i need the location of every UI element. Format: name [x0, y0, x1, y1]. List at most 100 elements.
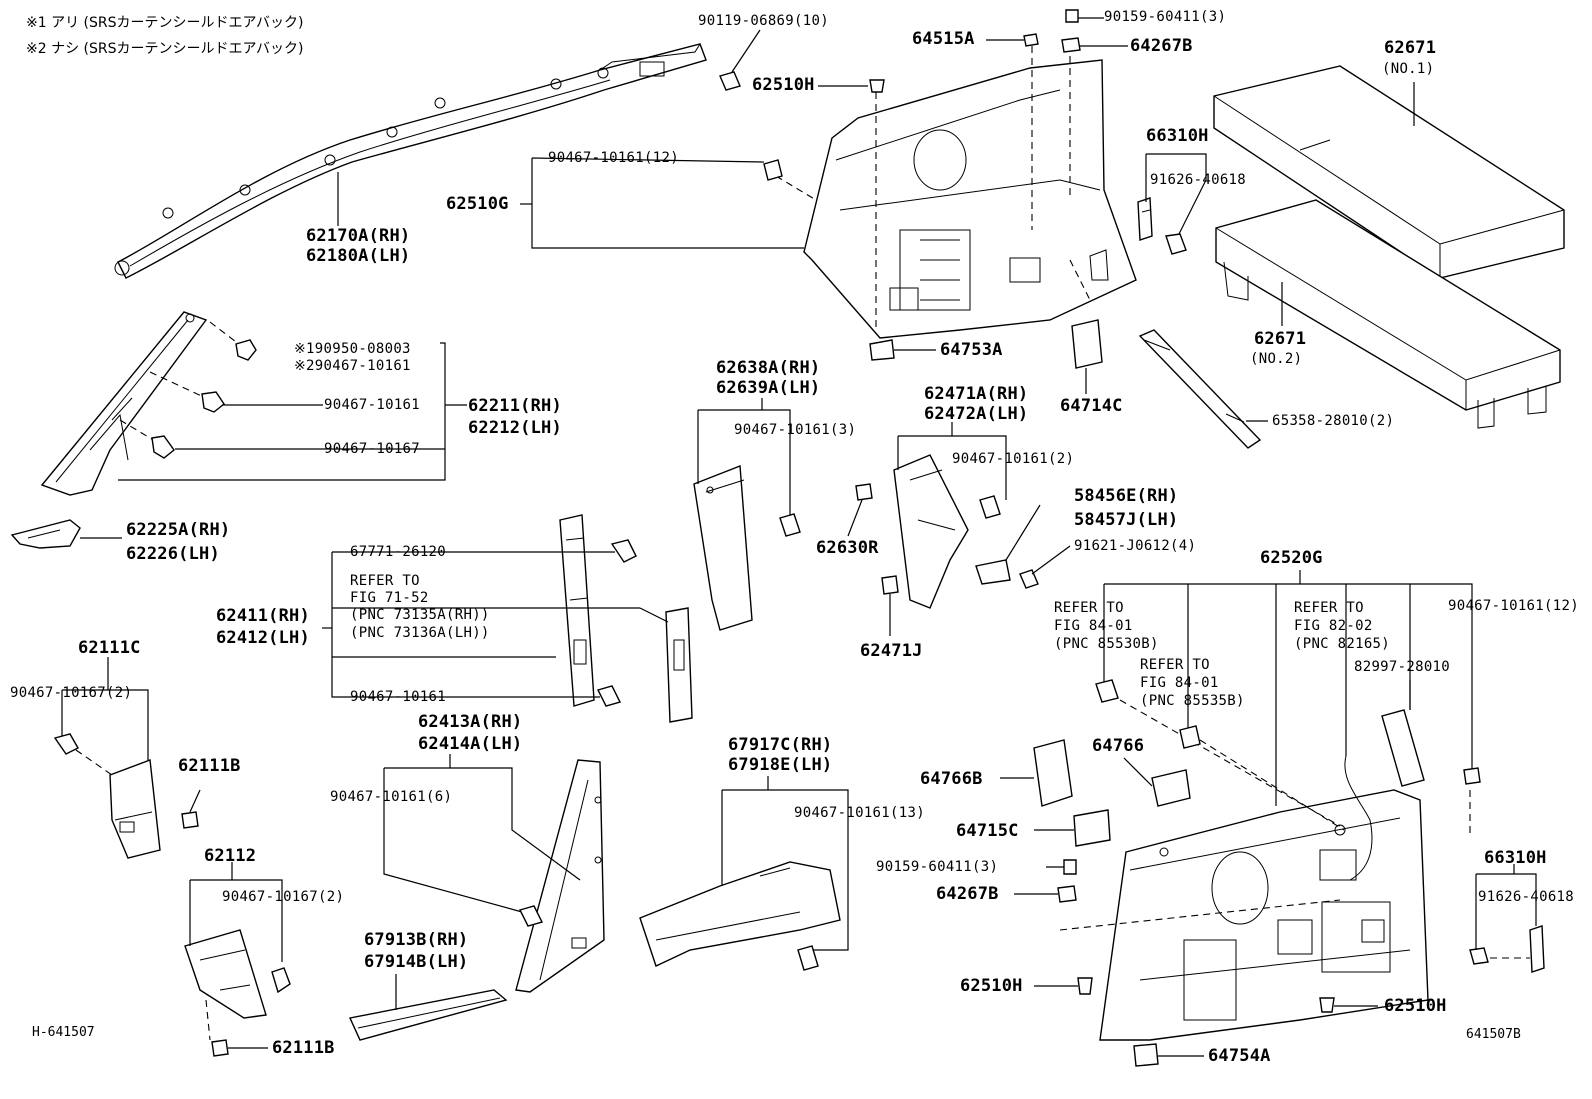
quarter-pillar-62638A-part — [693, 465, 753, 631]
screw-90159-top — [1065, 9, 1079, 23]
label-90467-10167: 90467-10167 — [324, 441, 421, 457]
label-90119-06869: 90119-06869(10) — [698, 13, 829, 29]
label-90467-13: 90467-10161(13) — [794, 805, 925, 821]
label-62510G: 62510G — [446, 194, 509, 214]
label-64754A: 64754A — [1208, 1046, 1271, 1066]
label-82997: 82997-28010 — [1354, 659, 1451, 675]
label-62630R: 62630R — [816, 538, 879, 558]
scuff-plate-part — [348, 989, 508, 1041]
label-90467-3: 90467-10161(3) — [734, 422, 857, 438]
label-62111B-a: 62111B — [178, 756, 241, 776]
center-pillar-lower-part — [515, 759, 605, 993]
nut-64267B-top — [1061, 37, 1081, 53]
label-pnc-85530B: (PNC 85530B) — [1054, 636, 1159, 652]
label-67913B: 67913B(RH) — [364, 930, 469, 950]
label-91626-b: 91626-40618 — [1478, 889, 1575, 905]
note-srs-with: ※1 アリ (SRSカーテンシールドエアバック) — [26, 15, 304, 31]
label-fig-71-52: FIG 71-52 — [350, 590, 429, 606]
clip-67771 — [610, 539, 637, 563]
label-fig-84-01-b: FIG 84-01 — [1140, 675, 1219, 691]
label-62112: 62112 — [204, 846, 257, 866]
label-90467-2: 90467-10161(2) — [952, 451, 1075, 467]
label-62510H-top: 62510H — [752, 75, 815, 95]
label-67917C: 67917C(RH) — [728, 735, 833, 755]
bracket-62225A-part — [10, 519, 81, 549]
label-64753A: 64753A — [940, 340, 1003, 360]
label-2-90467: ※290467-10161 — [294, 358, 411, 374]
clip-62510H-c — [1319, 997, 1335, 1013]
label-58457J: 58457J(LH) — [1074, 510, 1179, 530]
label-64267B-top: 64267B — [1130, 36, 1193, 56]
label-pnc-85535B: (PNC 85535B) — [1140, 693, 1245, 709]
bolt-91626-b — [1469, 947, 1489, 965]
deck-board-no1-part — [1213, 65, 1565, 279]
label-refer-to-1: REFER TO — [350, 573, 420, 589]
strap-65358-part — [1138, 329, 1262, 449]
clip-64754A — [1133, 1043, 1159, 1067]
label-67914B: 67914B(LH) — [364, 952, 469, 972]
label-91621: 91621-J0612(4) — [1074, 538, 1197, 554]
clip-90467-a — [201, 391, 225, 413]
clip-62630R — [855, 483, 873, 501]
label-refer-to-4: REFER TO — [1140, 657, 1210, 673]
lower-quarter-trim-part — [639, 861, 841, 967]
pad-82997-part — [1381, 709, 1425, 787]
clip-62111C — [53, 733, 79, 755]
label-62212: 62212(LH) — [468, 418, 562, 438]
label-64515A: 64515A — [912, 29, 975, 49]
label-62639A: 62639A(LH) — [716, 378, 821, 398]
label-62510H-b: 62510H — [960, 976, 1023, 996]
clip-62111B-a — [181, 811, 199, 829]
screw-90159-b — [1063, 859, 1077, 875]
label-62510H-c: 62510H — [1384, 996, 1447, 1016]
label-66310H-top: 66310H — [1146, 126, 1209, 146]
label-pnc-73135: (PNC 73135A(RH)) — [350, 607, 490, 623]
bolt-91621 — [1019, 569, 1039, 589]
clip-67917 — [797, 945, 819, 971]
label-62111B-b: 62111B — [272, 1038, 335, 1058]
back-door-trim-62520G-part — [1099, 789, 1429, 1041]
clip-90467-b — [596, 685, 622, 707]
clip-64753A — [869, 339, 895, 361]
label-62638A: 62638A(RH) — [716, 358, 821, 378]
clip-64515A — [1023, 33, 1039, 47]
figure-code-h641507: H-641507 — [32, 1025, 95, 1040]
label-90467-b: 90467-10161 — [350, 689, 447, 705]
label-90159-top: 90159-60411(3) — [1104, 9, 1227, 25]
label-no2: (NO.2) — [1250, 351, 1303, 367]
label-62411: 62411(RH) — [216, 606, 310, 626]
clip-62471J — [881, 575, 899, 595]
label-64714C: 64714C — [1060, 396, 1123, 416]
label-62471A: 62471A(RH) — [924, 384, 1029, 404]
seat-belt-part — [665, 607, 693, 723]
clip-62510G — [763, 159, 783, 181]
label-fig-82-02: FIG 82-02 — [1294, 618, 1373, 634]
label-90467-a: 90467-10161 — [324, 397, 421, 413]
label-62413A: 62413A(RH) — [418, 712, 523, 732]
clip-90467-12b — [1463, 767, 1481, 785]
label-66310H-b: 66310H — [1484, 848, 1547, 868]
quarter-pillar-62471A-part — [893, 454, 969, 609]
roof-rail-airbag-part — [114, 43, 707, 279]
label-64715C: 64715C — [956, 821, 1019, 841]
bracket-66310H-b — [1529, 925, 1545, 973]
label-refer-to-2: REFER TO — [1054, 600, 1124, 616]
label-90467-10167-2b: 90467-10167(2) — [222, 889, 345, 905]
label-62170A: 62170A(RH) — [306, 226, 411, 246]
label-fig-84-01-a: FIG 84-01 — [1054, 618, 1133, 634]
label-90467-12b: 90467-10161(12) — [1448, 598, 1579, 614]
label-90467-6: 90467-10161(6) — [330, 789, 453, 805]
label-62472A: 62472A(LH) — [924, 404, 1029, 424]
clip-62510H-top — [869, 79, 885, 93]
label-90467-10167-2a: 90467-10167(2) — [10, 685, 133, 701]
cover-64714C-part — [1071, 319, 1103, 369]
label-64267B-b: 64267B — [936, 884, 999, 904]
label-62520G: 62520G — [1260, 548, 1323, 568]
quarter-trim-62510G-part — [803, 59, 1137, 339]
label-58456E: 58456E(RH) — [1074, 486, 1179, 506]
cover-64766-part — [1151, 769, 1191, 807]
clip-62413 — [518, 905, 544, 927]
label-62180A: 62180A(LH) — [306, 246, 411, 266]
clip-190950 — [235, 339, 257, 361]
